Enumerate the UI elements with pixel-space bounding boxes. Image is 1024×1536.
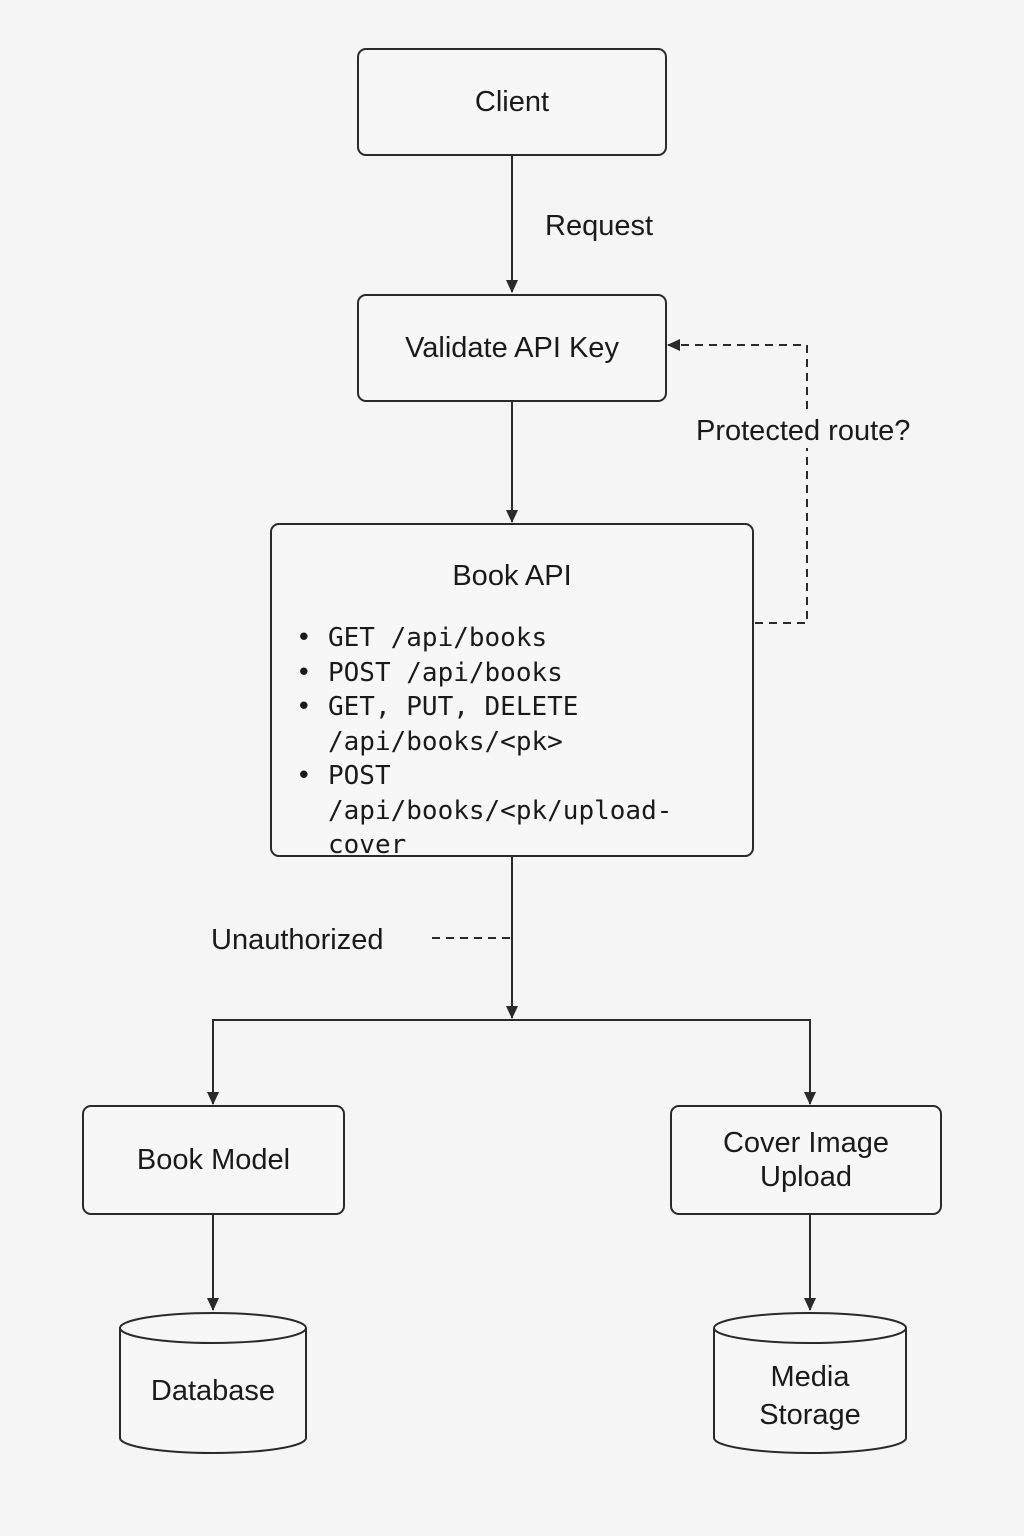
media-storage-cylinder-shape — [713, 1312, 907, 1454]
node-cover-upload-label: Cover Image Upload — [722, 1127, 889, 1193]
edge-label-request: Request — [545, 210, 654, 242]
node-book-model: Book Model — [82, 1105, 345, 1215]
route-text: POST /api/books — [328, 657, 563, 688]
route-item: • POST /api/books/<pk/upload- cover — [296, 759, 742, 863]
bullet-icon: • — [296, 692, 312, 722]
bullet-icon: • — [296, 761, 312, 791]
route-text: POST /api/books/<pk/upload- cover — [328, 761, 673, 860]
edge-split-horizontal — [212, 1019, 811, 1103]
node-database-label: Database — [150, 1375, 276, 1407]
node-book-api-title: Book API — [452, 560, 572, 592]
edge-protected-route — [667, 339, 808, 624]
bullet-icon: • — [296, 657, 312, 688]
node-validate-api-key: Validate API Key — [357, 294, 667, 402]
route-item: • POST /api/books — [296, 656, 742, 691]
route-text: GET, PUT, DELETE /api/books/<pk> — [328, 692, 579, 757]
node-cover-image-upload: Cover Image Upload — [670, 1105, 942, 1215]
route-item: • GET /api/books — [296, 621, 742, 656]
route-item: • GET, PUT, DELETE /api/books/<pk> — [296, 690, 742, 759]
node-book-model-label: Book Model — [136, 1144, 291, 1176]
route-text: GET /api/books — [328, 623, 548, 653]
node-client-label: Client — [474, 86, 550, 118]
node-media-storage-label: Media Storage — [759, 1361, 861, 1431]
edge-label-protected-route: Protected route? — [694, 414, 913, 448]
node-client: Client — [357, 48, 667, 156]
edge-label-unauthorized: Unauthorized — [211, 924, 384, 956]
node-validate-label: Validate API Key — [405, 332, 619, 364]
database-cylinder-shape — [119, 1312, 307, 1454]
bullet-icon: • — [296, 623, 312, 653]
node-book-api: Book API • GET /api/books • POST /api/bo… — [270, 523, 754, 860]
book-api-route-list: • GET /api/books • POST /api/books • GET… — [296, 621, 742, 863]
